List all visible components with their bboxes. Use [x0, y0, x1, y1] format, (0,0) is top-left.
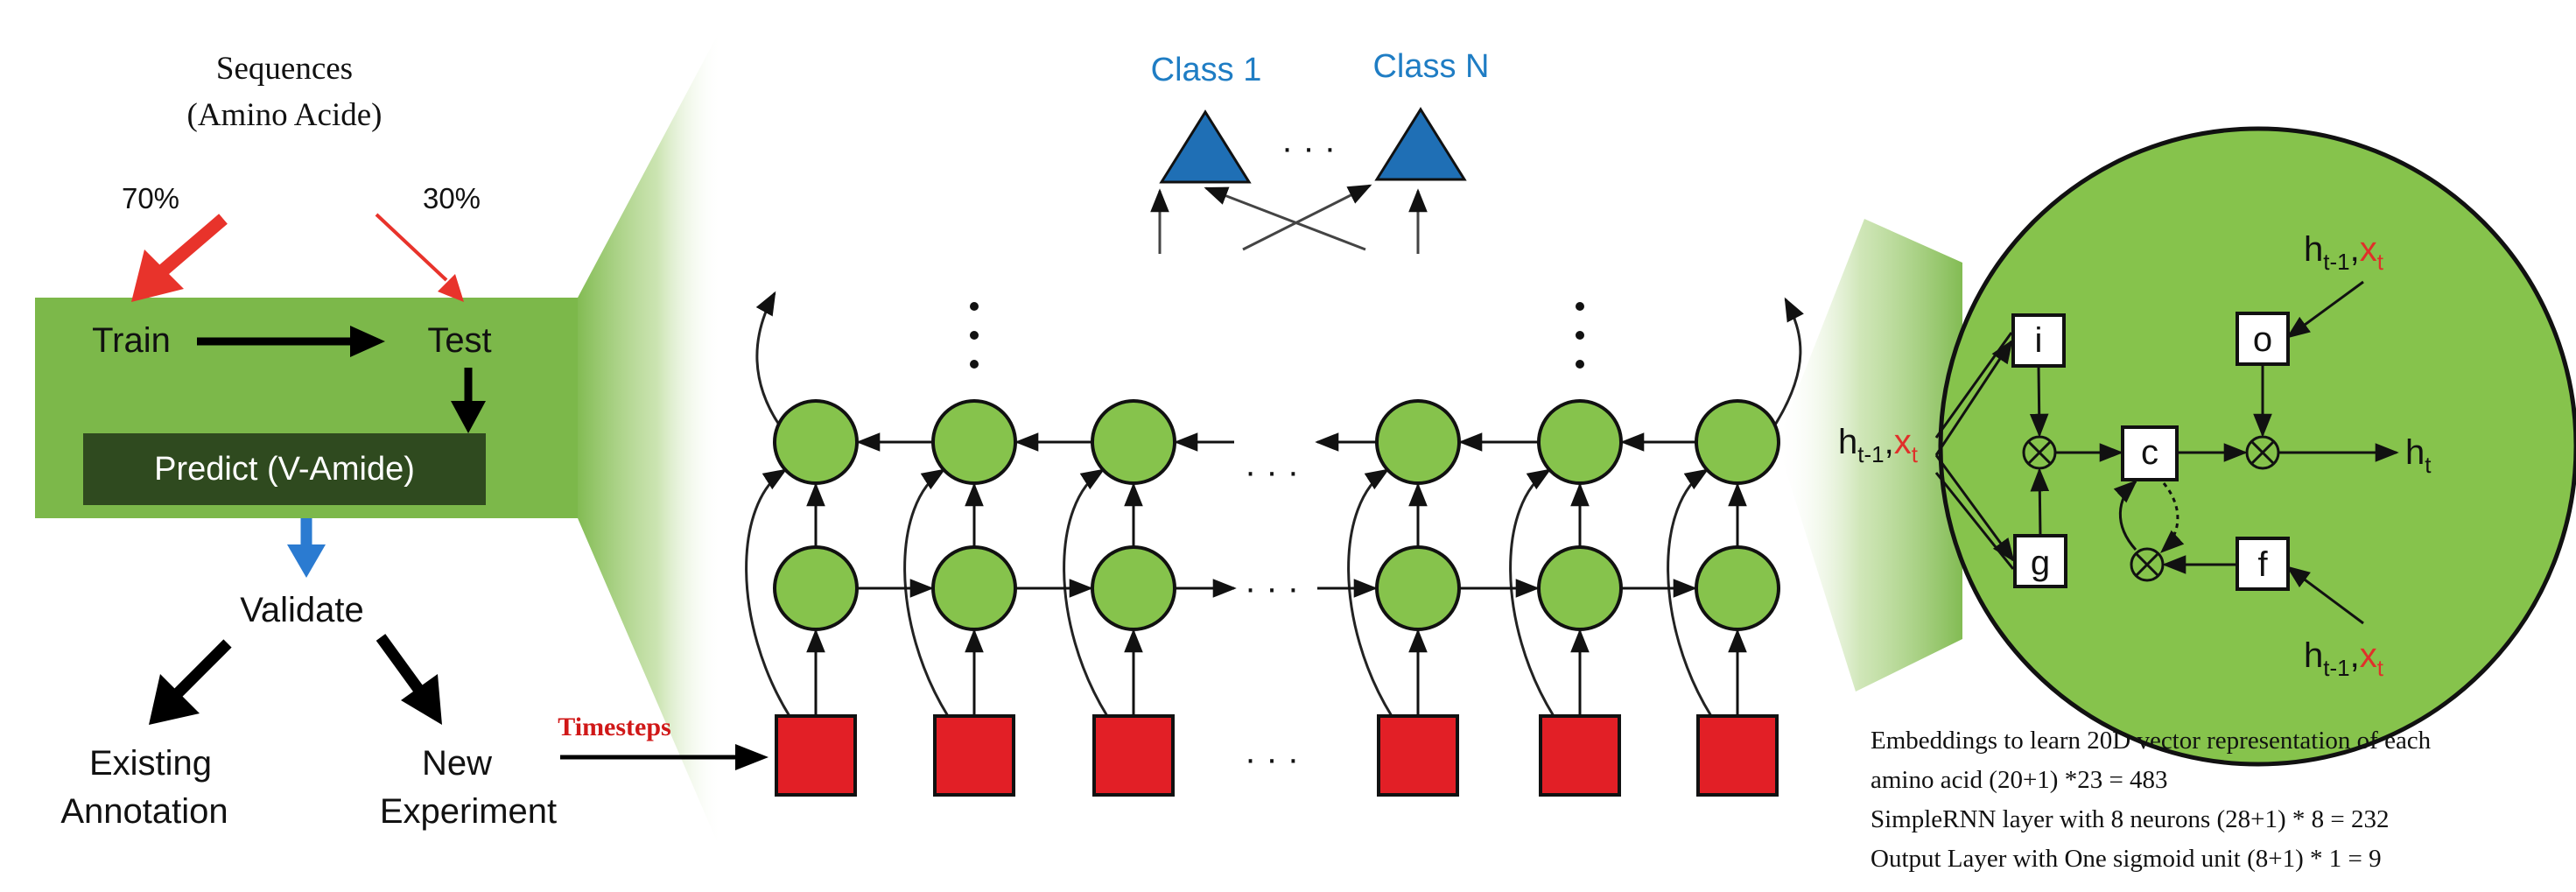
rnn-columns — [745, 399, 1780, 797]
row-timestep-ellipsis: · · · — [1245, 740, 1299, 778]
timestep-input — [775, 714, 857, 797]
param-line: Embeddings to learn 20D vector represent… — [1871, 727, 2432, 755]
hidden-node-forward — [1537, 545, 1623, 631]
train-label: Train — [92, 321, 171, 360]
hidden-node-forward — [931, 545, 1017, 631]
skip-connection — [1347, 468, 1393, 717]
hidden-node-forward — [773, 545, 859, 631]
timestep-input — [1696, 714, 1779, 797]
predict-box — [83, 433, 486, 505]
svg-text:ht-1,xt: ht-1,xt — [1838, 423, 1919, 467]
existing-annotation-label-line2: Annotation — [60, 792, 228, 831]
hidden-node-forward — [1375, 545, 1461, 631]
lstm-connections — [1934, 280, 2399, 625]
train-split-arrow — [131, 214, 228, 302]
workflow-panel: Sequences (Amino Acide) 70% 30% Train Te… — [35, 26, 769, 853]
test-split-arrow — [375, 213, 464, 302]
gate-f: f — [2236, 537, 2290, 591]
timestep-input — [1539, 714, 1621, 797]
predict-label: Predict (V-Amide) — [154, 451, 415, 488]
class-1-node — [1159, 109, 1252, 184]
hidden-node-backward — [1375, 399, 1461, 485]
skip-connection — [745, 468, 791, 717]
skip-connection — [903, 468, 950, 717]
parameter-notes: Embeddings to learn 20D vector represent… — [1871, 727, 2432, 873]
svg-text:o: o — [2253, 320, 2272, 359]
svg-text:ht-1,xt: ht-1,xt — [2304, 230, 2384, 275]
svg-text:c: c — [2141, 433, 2158, 472]
test-split-percent: 30% — [423, 182, 481, 214]
output-gate-input-label: ht-1,xt — [2304, 230, 2384, 275]
svg-text:g: g — [2031, 544, 2050, 582]
hidden-node-backward — [773, 399, 859, 485]
skip-connection — [1063, 468, 1109, 717]
hidden-node-backward — [1091, 399, 1176, 485]
gate-o: o — [2236, 312, 2290, 366]
param-line: SimpleRNN layer with 8 neurons (28+1) * … — [1871, 805, 2390, 833]
class-n-label: Class N — [1372, 48, 1489, 85]
skip-connection — [1667, 468, 1713, 717]
hidden-node-forward — [1091, 545, 1176, 631]
gate-i: i — [2011, 313, 2066, 368]
cell-output-label: ht — [2405, 433, 2432, 478]
vertical-ellipsis — [970, 302, 1584, 369]
zoom-funnel-right — [1777, 219, 1962, 692]
test-to-predict-arrow — [451, 368, 486, 433]
sequences-subheading: (Amino Acide) — [187, 97, 383, 133]
svg-text:ht-1,xt: ht-1,xt — [2304, 636, 2384, 681]
sequences-heading: Sequences — [216, 51, 353, 87]
class-ellipsis: · · · — [1281, 129, 1336, 167]
output-curves — [755, 291, 1804, 443]
param-line: Output Layer with One sigmoid unit (8+1)… — [1871, 845, 2382, 873]
cell-input-label: ht-1,xt — [1838, 423, 1919, 467]
validate-label: Validate — [240, 591, 364, 629]
timesteps-arrow — [560, 744, 769, 770]
svg-text:f: f — [2257, 545, 2268, 584]
skip-connection — [1509, 468, 1555, 717]
timesteps-label: Timesteps — [558, 713, 670, 741]
hidden-node-backward — [1537, 399, 1623, 485]
timestep-input — [933, 714, 1015, 797]
new-experiment-label: New — [422, 744, 492, 783]
class-input-arrows — [1150, 184, 1428, 254]
validate-to-new-arrow — [376, 634, 442, 725]
hidden-node-backward — [1695, 399, 1780, 485]
svg-text:ht: ht — [2405, 433, 2432, 478]
row-bottom-ellipsis: · · · — [1245, 569, 1299, 608]
zoom-funnel-left — [578, 26, 722, 853]
lstm-cell: i o c g f — [1777, 126, 2576, 767]
gate-g: g — [2013, 534, 2067, 588]
class-1-label: Class 1 — [1151, 52, 1262, 88]
predict-to-validate-arrow — [287, 518, 326, 578]
existing-annotation-label: Existing — [89, 744, 212, 783]
cell-state-c: c — [2121, 425, 2179, 481]
new-experiment-label-line2: Experiment — [380, 792, 557, 831]
validate-to-existing-arrow — [149, 639, 232, 725]
timestep-input — [1092, 714, 1175, 797]
forget-gate-input-label: ht-1,xt — [2304, 636, 2384, 681]
row-top-ellipsis: · · · — [1245, 453, 1299, 491]
test-label: Test — [427, 321, 491, 360]
svg-text:i: i — [2035, 321, 2043, 360]
hidden-node-forward — [1695, 545, 1780, 631]
hidden-node-backward — [931, 399, 1017, 485]
train-to-test-arrow — [197, 326, 385, 357]
param-line: amino acid (20+1) *23 = 483 — [1871, 766, 2168, 794]
class-n-node — [1374, 107, 1467, 181]
rnn-network: Class 1 Class N · · · · · · · · · · · · — [745, 48, 1804, 797]
train-split-percent: 70% — [122, 182, 179, 214]
timestep-input — [1377, 714, 1459, 797]
